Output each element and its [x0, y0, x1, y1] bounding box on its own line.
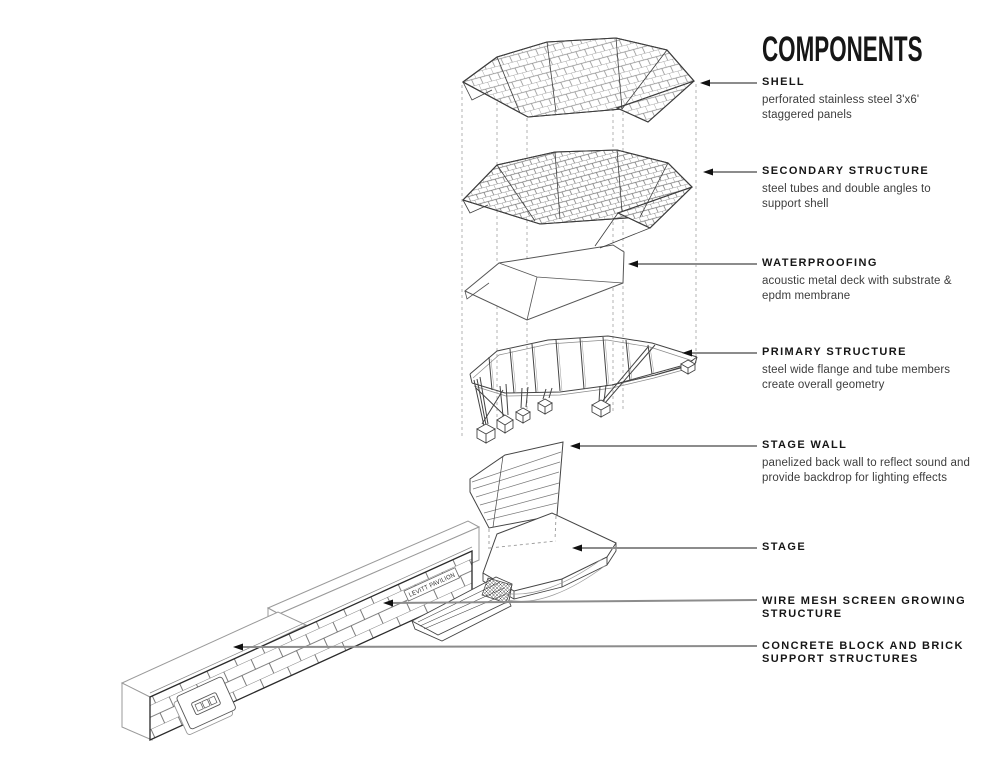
leader-wire-mesh: [383, 599, 758, 607]
component-description: steel tubes and double angles to support…: [762, 183, 931, 210]
component-label: SECONDARY STRUCTURE: [762, 165, 930, 177]
component-description: steel wide flange and tube members creat…: [762, 364, 951, 391]
component-label: STAGE: [762, 541, 807, 553]
secondary-structure-drawing: [461, 149, 693, 249]
shell-drawing: [461, 37, 695, 123]
component-stage: STAGE: [762, 541, 982, 554]
leader-waterproofing: [628, 260, 757, 268]
leader-stage: [572, 544, 757, 552]
component-wire-mesh: WIRE MESH SCREEN GROWING STRUCTURE: [762, 595, 982, 621]
component-label: WATERPROOFING: [762, 257, 878, 269]
component-description: perforated stainless steel 3'x6' stagger…: [762, 94, 920, 121]
component-shell: SHELL perforated stainless steel 3'x6' s…: [762, 76, 982, 122]
component-waterproofing: WATERPROOFING acoustic metal deck with s…: [762, 257, 982, 303]
component-label: PRIMARY STRUCTURE: [762, 346, 907, 358]
stage-wall-projection-dashed: [488, 515, 557, 549]
leader-lines: [233, 79, 758, 651]
component-stage-wall: STAGE WALL panelized back wall to reflec…: [762, 439, 982, 485]
component-description: acoustic metal deck with substrate & epd…: [762, 275, 952, 302]
component-primary-structure: PRIMARY STRUCTURE steel wide flange and …: [762, 346, 982, 392]
sign-panel: [173, 676, 236, 735]
leader-secondary-structure: [703, 168, 757, 176]
component-label: STAGE WALL: [762, 439, 848, 451]
footing-blocks: [476, 359, 696, 444]
component-description: panelized back wall to reflect sound and…: [762, 457, 970, 484]
leader-concrete-block: [233, 643, 758, 651]
component-secondary-structure: SECONDARY STRUCTURE steel tubes and doub…: [762, 165, 982, 211]
component-concrete-block: CONCRETE BLOCK AND BRICK SUPPORT STRUCTU…: [762, 640, 982, 666]
page-title: COMPONENTS: [762, 30, 923, 69]
component-label: SHELL: [762, 76, 806, 88]
component-label: WIRE MESH SCREEN GROWING STRUCTURE: [762, 595, 967, 620]
stage-drawing: [482, 512, 617, 600]
leader-primary-structure: [682, 349, 757, 357]
primary-structure-drawing: [469, 335, 698, 444]
waterproofing-drawing: [464, 244, 625, 321]
component-label: CONCRETE BLOCK AND BRICK SUPPORT STRUCTU…: [762, 640, 964, 665]
stage-wall-drawing: [469, 441, 564, 529]
leader-shell: [700, 79, 757, 87]
leader-stage-wall: [570, 442, 757, 450]
